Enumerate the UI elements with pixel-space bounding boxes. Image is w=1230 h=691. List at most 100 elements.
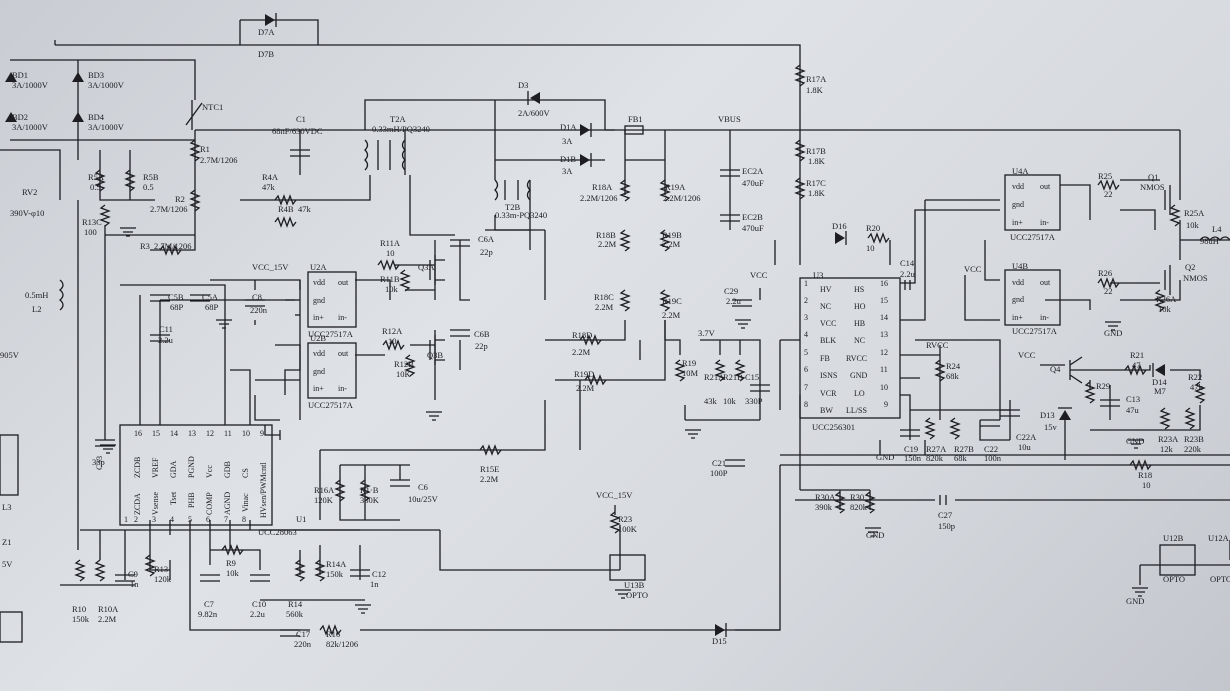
u1-pin-vsense: Vsense: [151, 491, 160, 515]
inductor-l2: [58, 279, 64, 311]
label-u4b-inm: in-: [1040, 313, 1049, 322]
label-c5b: C5B: [168, 292, 184, 302]
label-u2b-vdd: vdd: [313, 349, 325, 358]
label-r19b: R19B: [662, 230, 682, 240]
label-c12: C12: [372, 569, 386, 579]
label-c22a-v: 10u: [1018, 442, 1032, 452]
label-u4b-vdd: vdd: [1012, 278, 1024, 287]
u3-pinnum-11: 11: [880, 365, 888, 374]
ic-boxes: [0, 174, 1196, 643]
resistor-r19d: [584, 374, 607, 386]
label-r9-v: 10k: [226, 568, 240, 578]
u3-pin-bw: BW: [820, 406, 833, 415]
u3-pin-lo: LO: [854, 389, 865, 398]
resistors: [74, 64, 1206, 636]
label-r1: R1: [200, 144, 210, 154]
resistor-r22: [1194, 381, 1206, 404]
cap-c22: [980, 419, 1000, 427]
label-r19c: R19C: [662, 296, 682, 306]
u3-pins: HV NC VCC BLK FB ISNS VCR BW HS HO HB NC…: [804, 279, 888, 415]
diode-bd1: [5, 72, 17, 82]
resistor-r14: [294, 559, 306, 582]
diode-d16: [835, 232, 845, 244]
label-ec2a-v: 470uF: [742, 178, 764, 188]
u3-pinnum-4: 4: [804, 330, 808, 339]
label-c29: C29: [724, 286, 738, 296]
u1-pinnum-3: 3: [152, 515, 156, 524]
resistor-r9: [221, 544, 244, 556]
label-l4: L4: [1212, 224, 1222, 234]
diode-bd2: [5, 112, 17, 122]
label-bd1-v: 3A/1000V: [12, 80, 49, 90]
component-labels: D7A D7B BD1 3A/1000V BD2 3A/1000V BD3 3A…: [0, 27, 916, 432]
label-r14a: 150k: [326, 569, 344, 579]
label-u2a-inm: in-: [338, 313, 347, 322]
cap-c1: [290, 149, 310, 157]
u1-pinnum-7: 7: [224, 515, 228, 524]
u1-pin-cs: CS: [241, 468, 250, 478]
label-u2a-vdd: vdd: [313, 278, 325, 287]
u1-pin-hvsen: HVsen/PWMcntl: [259, 462, 268, 518]
label-r5a: R5A: [88, 172, 105, 182]
cap-c13: [1100, 399, 1120, 407]
label-u2b-part: UCC27517A: [308, 400, 354, 410]
bjt-q4: [1069, 356, 1083, 384]
cap-c10: [250, 574, 270, 582]
label-c1-v: 68nF/630VDC: [272, 126, 323, 136]
transformer-t2b: [494, 179, 531, 201]
label-r23a: R23A: [1158, 434, 1179, 444]
u1-pin-vref: VREF: [151, 457, 160, 478]
label-ec2b-v: 470uF: [742, 223, 764, 233]
label-l3: L3: [2, 502, 11, 512]
label-r19: R19: [682, 358, 696, 368]
label-r16-v: 82k/1206: [326, 639, 358, 649]
label-q1: Q1: [1148, 172, 1158, 182]
label-u4a: U4A: [1012, 166, 1029, 176]
label-c5a: C5A: [202, 292, 219, 302]
u3-pinnum-2: 2: [804, 296, 808, 305]
label-q4: Q4: [1050, 364, 1061, 374]
u1-pinnum-14: 14: [170, 429, 178, 438]
resistor-r27b: [949, 417, 961, 440]
label-c27: C27: [938, 510, 952, 520]
label-r3-v: 2.7M/1206: [154, 241, 192, 251]
u3-pin-rvcc: RVCC: [846, 354, 867, 363]
u4b-body: [1004, 269, 1061, 326]
cap-c7: [200, 574, 220, 582]
resistor-r16: [319, 624, 342, 636]
label-u12a: U12A: [1208, 533, 1230, 543]
u1-pinnum-8: 8: [242, 515, 246, 524]
cap-c6a: [450, 239, 470, 247]
label-t2a: T2A: [390, 114, 406, 124]
label-c7: C7: [204, 599, 214, 609]
label-r5a-v: 0.5: [90, 182, 101, 192]
label-r21: R21: [1130, 350, 1144, 360]
label-rvcc: RVCC: [926, 340, 949, 350]
label-t2a-v: 0.33mH/PQ3240: [372, 124, 430, 134]
label-r19b-v: 2.2M: [662, 239, 681, 249]
ntc1: [185, 100, 203, 130]
label-c22a: C22A: [1016, 432, 1037, 442]
u1-pinnum-4: 4: [170, 515, 174, 524]
resistor-r30: [864, 491, 876, 514]
label-r12b: R12B: [394, 359, 414, 369]
label-r14: R14: [288, 599, 303, 609]
resistor-r1: [189, 139, 201, 162]
label-r19-v: 10M: [682, 368, 699, 378]
u1-pinnum-10: 10: [242, 429, 250, 438]
label-r30-v: 820k: [850, 502, 868, 512]
resistor-r23a: [1159, 407, 1171, 430]
resistor-r18a: [619, 179, 631, 202]
resistor-r17a: [794, 64, 806, 87]
label-c22-v: 100n: [984, 453, 1002, 463]
label-c19: C19: [904, 444, 918, 454]
label-c17-v: 220n: [294, 639, 312, 649]
cap-c5a: [190, 294, 210, 302]
label-r18c: R18C: [594, 292, 614, 302]
magnetics: [58, 100, 1230, 311]
label-r13: R13: [154, 564, 168, 574]
label-u12b: U12B: [1163, 533, 1184, 543]
label-r24-v: 68k: [946, 371, 960, 381]
cap-c17: [280, 629, 300, 637]
u3-pinnum-1: 1: [804, 279, 808, 288]
